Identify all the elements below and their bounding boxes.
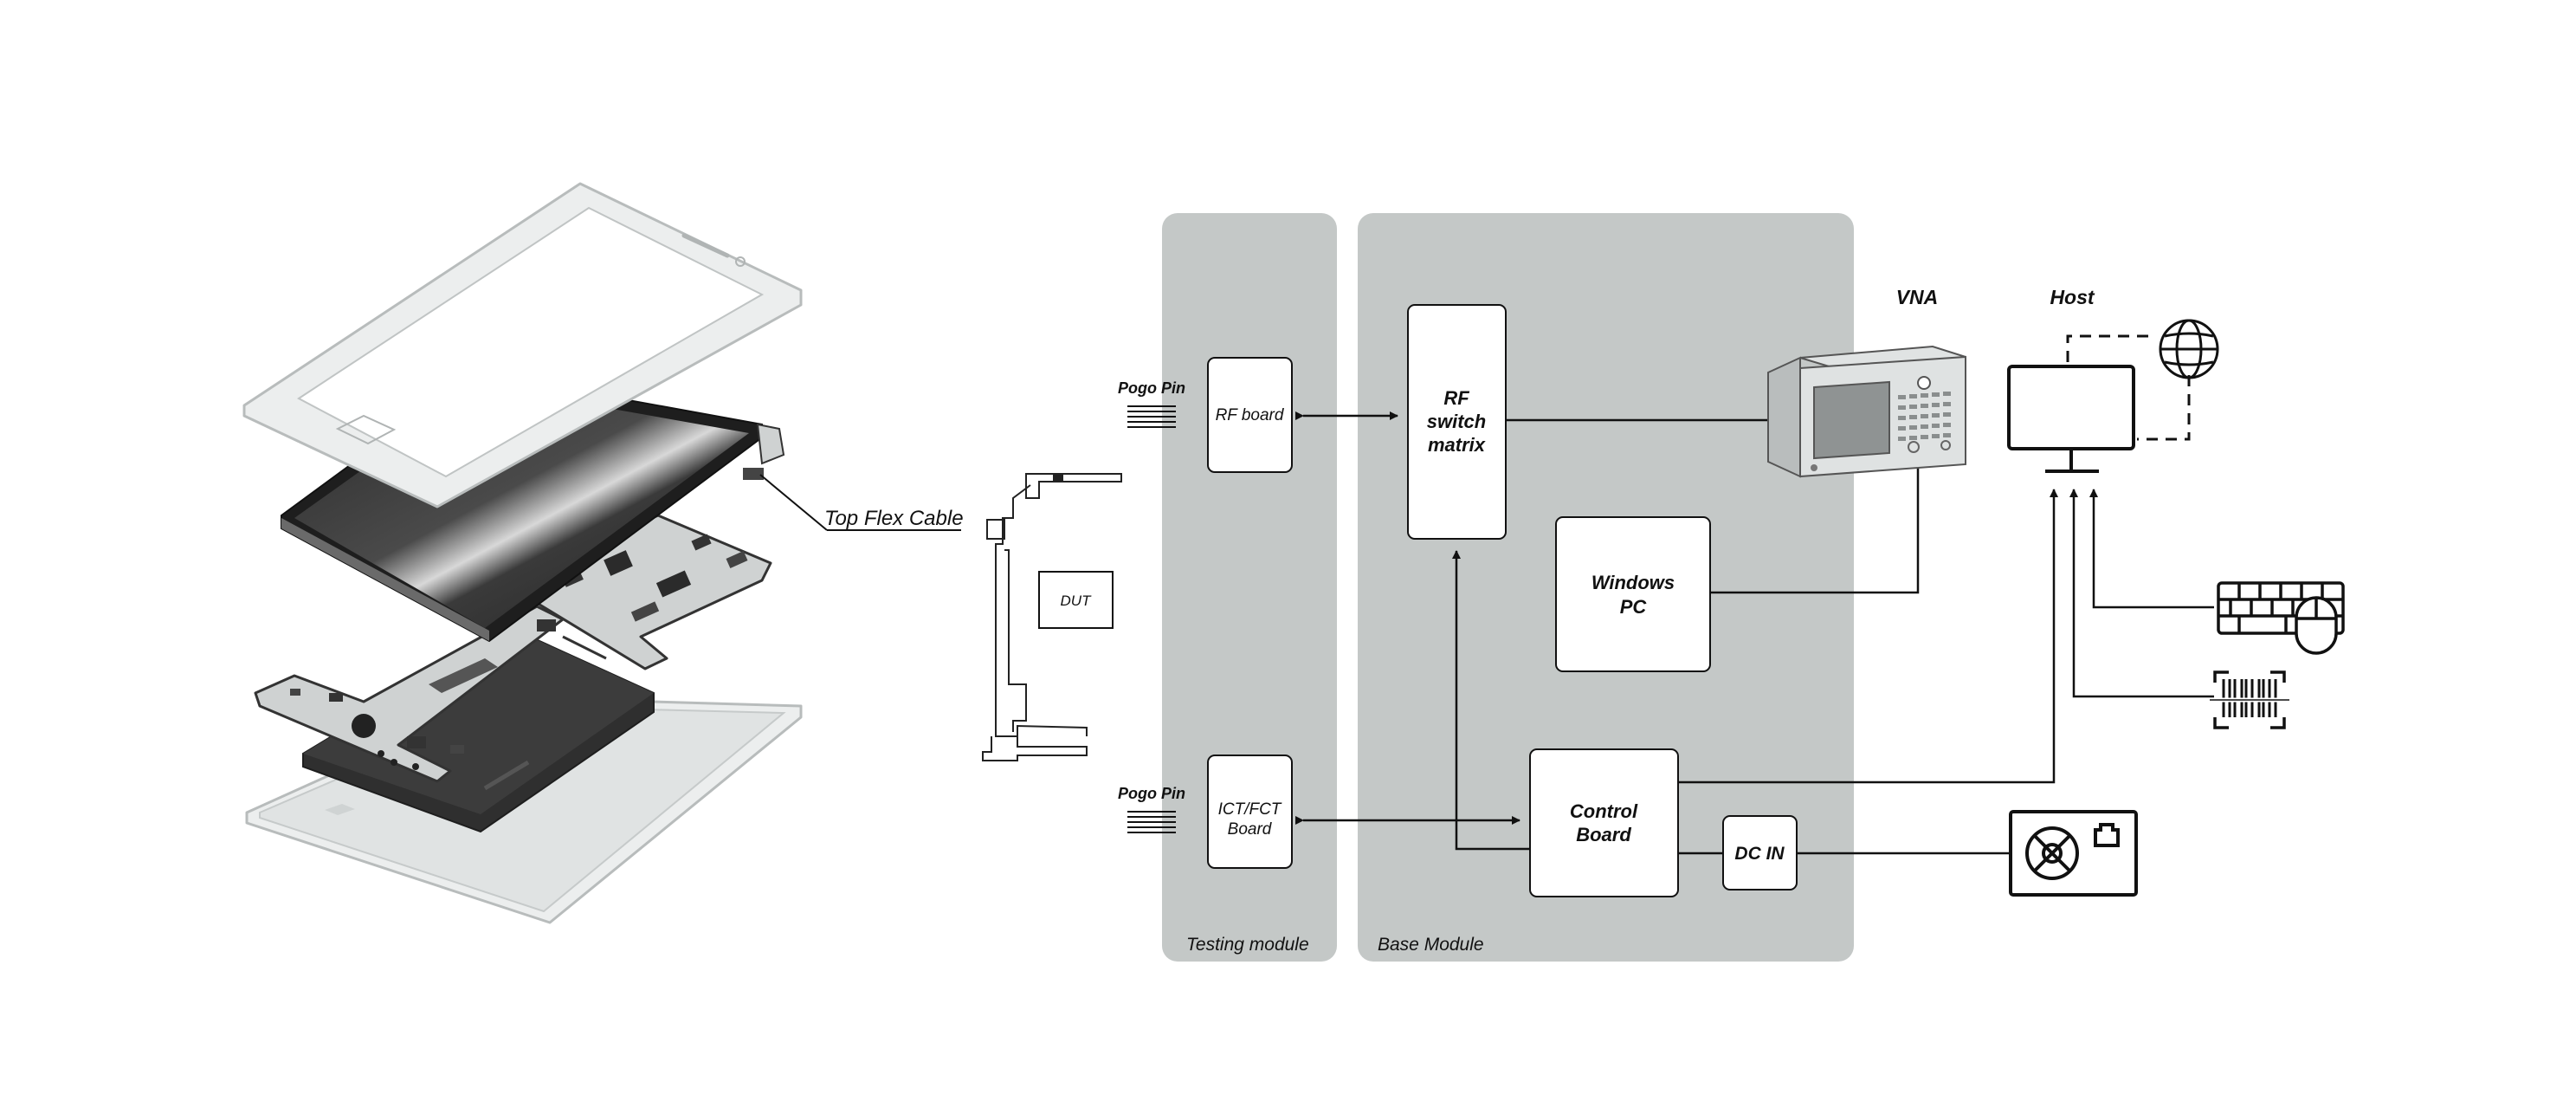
glass-front (242, 182, 803, 508)
globe-icon (2159, 319, 2219, 379)
vna-label: VNA (1896, 286, 1939, 308)
control-board-box (1529, 748, 1679, 897)
base-module-label: Base Module (1378, 935, 1484, 955)
control-board-label-line1: Control (1570, 800, 1638, 822)
vna-to-windows-pc-link (1710, 459, 1920, 594)
rf-board-box (1207, 357, 1293, 473)
rf-switch-label-line2: switch (1427, 411, 1486, 432)
pogo-pin-bottom-label: Pogo Pin (1118, 785, 1185, 802)
internet-to-host-link (2137, 375, 2191, 441)
windows-pc-label-line2: PC (1620, 596, 1648, 618)
control-board-label-line2: Board (1576, 824, 1631, 845)
ict-fct-board-box (1207, 755, 1293, 869)
dut-box (1038, 571, 1114, 629)
testing-module (1162, 213, 1337, 962)
pogo-pin-icon (1127, 405, 1176, 428)
vna-instrument-icon (1767, 345, 1966, 478)
pogo-pin-top-label: Pogo Pin (1118, 379, 1185, 397)
pogo-pin-icon (1127, 811, 1176, 833)
barcode-to-host-link (2069, 489, 2214, 698)
exploded-phone-icon (242, 182, 803, 924)
windows-pc-box (1555, 516, 1711, 672)
control-to-host-link (1678, 489, 2058, 784)
host-label: Host (2050, 286, 2095, 308)
ict-fct-label-line2: Board (1228, 820, 1273, 839)
rf-switch-label-line1: RF (1443, 387, 1469, 409)
lower-pcb (254, 605, 565, 783)
dc-in-label: DC IN (1734, 844, 1785, 864)
keyboard-mouse-icon (2217, 581, 2345, 655)
testing-module-label: Testing module (1186, 935, 1309, 955)
ict-fct-label-line1: ICT/FCT (1218, 800, 1282, 819)
keyboard-to-host-link (2089, 489, 2214, 609)
top-flex-cable-leader (759, 474, 828, 531)
control-to-switch-link (1452, 550, 1530, 851)
rf-switch-matrix-box (1407, 304, 1507, 540)
dut-label: DUT (1061, 593, 1093, 609)
flex-cable-icon (982, 473, 1122, 761)
rf-board-label: RF board (1216, 406, 1285, 424)
rf-switch-label-line3: matrix (1428, 434, 1486, 456)
windows-pc-label-line1: Windows (1591, 572, 1675, 593)
barcode-scanner-icon (2208, 670, 2291, 729)
monitor-icon (2007, 365, 2135, 473)
top-flex-cable-label: Top Flex Cable (824, 507, 964, 530)
power-supply-icon (2009, 810, 2138, 897)
host-to-internet-link (2066, 334, 2151, 362)
